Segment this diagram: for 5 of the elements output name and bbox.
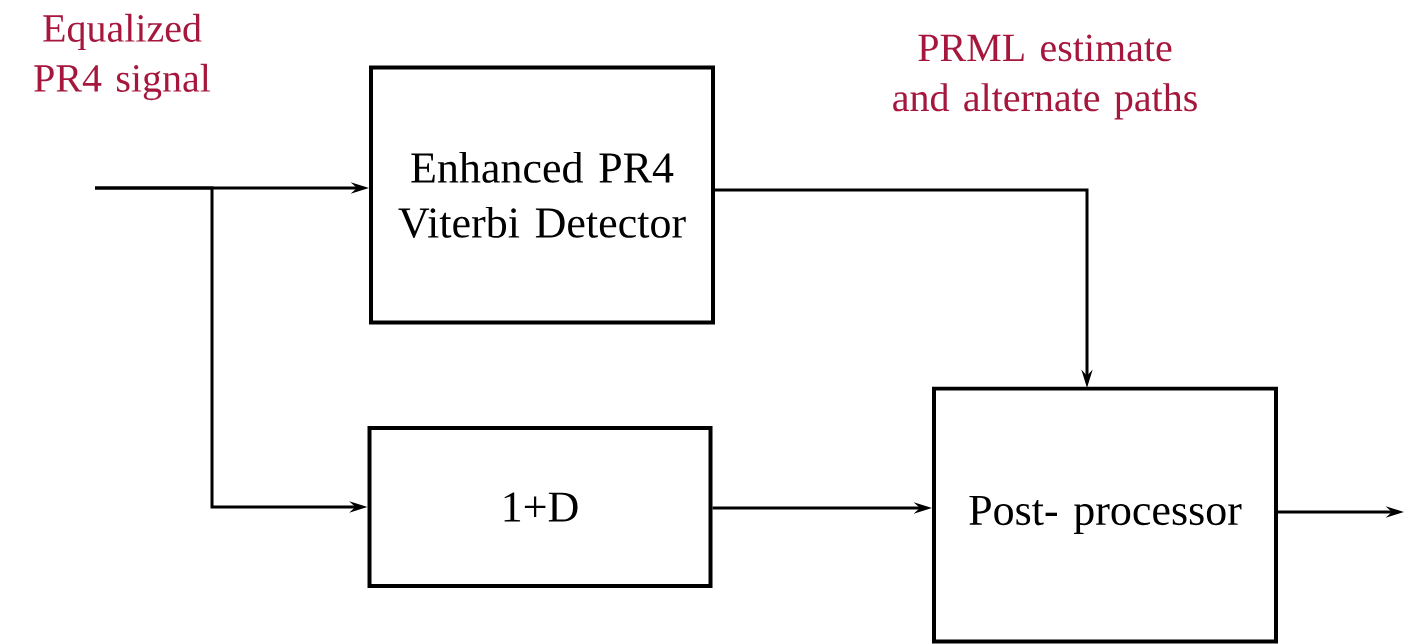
input-label: Equalized PR4 signal [34,13,211,101]
process-box: 1+D [367,426,713,588]
process-box: Enhanced PR4 Viterbi Detector [369,65,715,325]
edge-label: PRML estimate and alternate paths [893,34,1197,120]
process-box: Post- processor [932,386,1278,644]
